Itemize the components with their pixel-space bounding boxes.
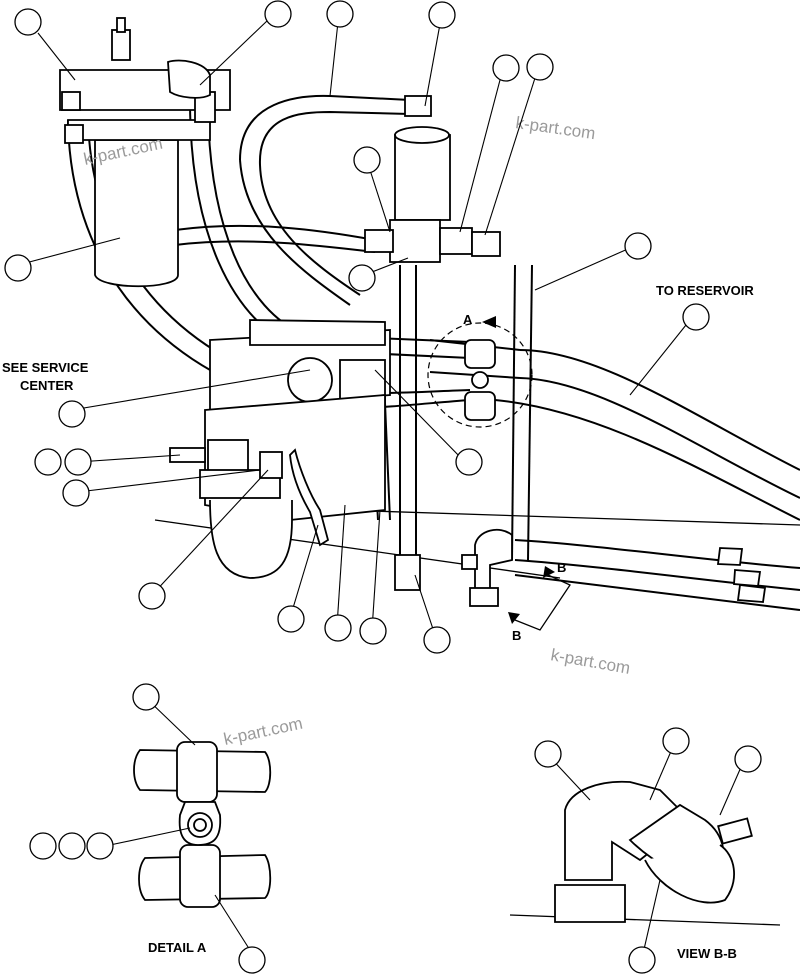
callout-bubble-icon bbox=[534, 740, 562, 768]
view-bb-title: VIEW B-B bbox=[677, 946, 737, 961]
callout-bubble-icon bbox=[238, 946, 266, 974]
to-reservoir-label: TO RESERVOIR bbox=[656, 283, 754, 298]
callout-bubble-icon bbox=[734, 745, 762, 773]
reservoir-hoses bbox=[429, 339, 800, 611]
callout-bubble-icon bbox=[277, 605, 305, 633]
callout-bubble-icon bbox=[624, 232, 652, 260]
callout-bubble-icon bbox=[492, 54, 520, 82]
view-bb-ground bbox=[509, 914, 781, 926]
section-b-label-lower: B bbox=[512, 628, 521, 643]
callout-bubble-icon bbox=[324, 614, 352, 642]
detail-a-marker bbox=[427, 322, 533, 428]
watermark-text: k-part.com bbox=[514, 113, 596, 143]
section-arrow-icon bbox=[508, 612, 520, 624]
callout-bubble-icon bbox=[264, 0, 292, 28]
callout-bubble-icon bbox=[428, 1, 456, 29]
watermark-text: k-part.com bbox=[549, 645, 631, 678]
section-arrow-icon bbox=[482, 316, 496, 328]
callout-bubble-icon bbox=[348, 264, 376, 292]
callout-bubble-icon bbox=[86, 832, 114, 860]
callout-bubble-icon bbox=[58, 832, 86, 860]
section-a-arrow: A bbox=[463, 312, 496, 328]
callout-bubble-icon bbox=[64, 448, 92, 476]
solenoid-valve bbox=[364, 95, 501, 263]
callout-bubble-icon bbox=[353, 146, 381, 174]
callout-bubble-icon bbox=[682, 303, 710, 331]
see-service-center-line1: SEE SERVICE bbox=[2, 360, 89, 375]
callout-bubble-icon bbox=[62, 479, 90, 507]
callout-bubbles bbox=[4, 0, 762, 974]
view-bb: VIEW B-B bbox=[509, 780, 781, 961]
callout-bubble-icon bbox=[14, 8, 42, 36]
callout-bubble-icon bbox=[628, 946, 656, 974]
callout-bubble-icon bbox=[423, 626, 451, 654]
ground-line-rear bbox=[339, 509, 800, 526]
callout-bubble-icon bbox=[132, 683, 160, 711]
section-a-label: A bbox=[463, 312, 473, 327]
callout-bubble-icon bbox=[4, 254, 32, 282]
main-assembly: A B B bbox=[59, 17, 800, 643]
callout-bubble-icon bbox=[526, 53, 554, 81]
callout-bubble-icon bbox=[138, 582, 166, 610]
callout-bubble-icon bbox=[326, 0, 354, 28]
see-service-center-line2: CENTER bbox=[20, 378, 74, 393]
callout-bubble-icon bbox=[34, 448, 62, 476]
section-b-arrow: B B bbox=[508, 560, 571, 643]
section-arrow-icon bbox=[543, 566, 555, 578]
leader-lines bbox=[17, 19, 746, 959]
filter-canister bbox=[59, 17, 231, 288]
callout-bubble-icon bbox=[359, 617, 387, 645]
clamp-pair-small bbox=[464, 339, 496, 421]
callout-bubble-icon bbox=[58, 400, 86, 428]
callout-bubble-icon bbox=[455, 448, 483, 476]
watermark-text: k-part.com bbox=[222, 714, 304, 749]
callout-bubble-icon bbox=[29, 832, 57, 860]
section-b-label-upper: B bbox=[557, 560, 566, 575]
pump-block bbox=[169, 319, 421, 591]
detail-a-title: DETAIL A bbox=[148, 940, 207, 955]
callout-bubble-icon bbox=[662, 727, 690, 755]
elbow-fitting bbox=[461, 528, 513, 607]
detail-a-view: DETAIL A bbox=[133, 741, 272, 955]
